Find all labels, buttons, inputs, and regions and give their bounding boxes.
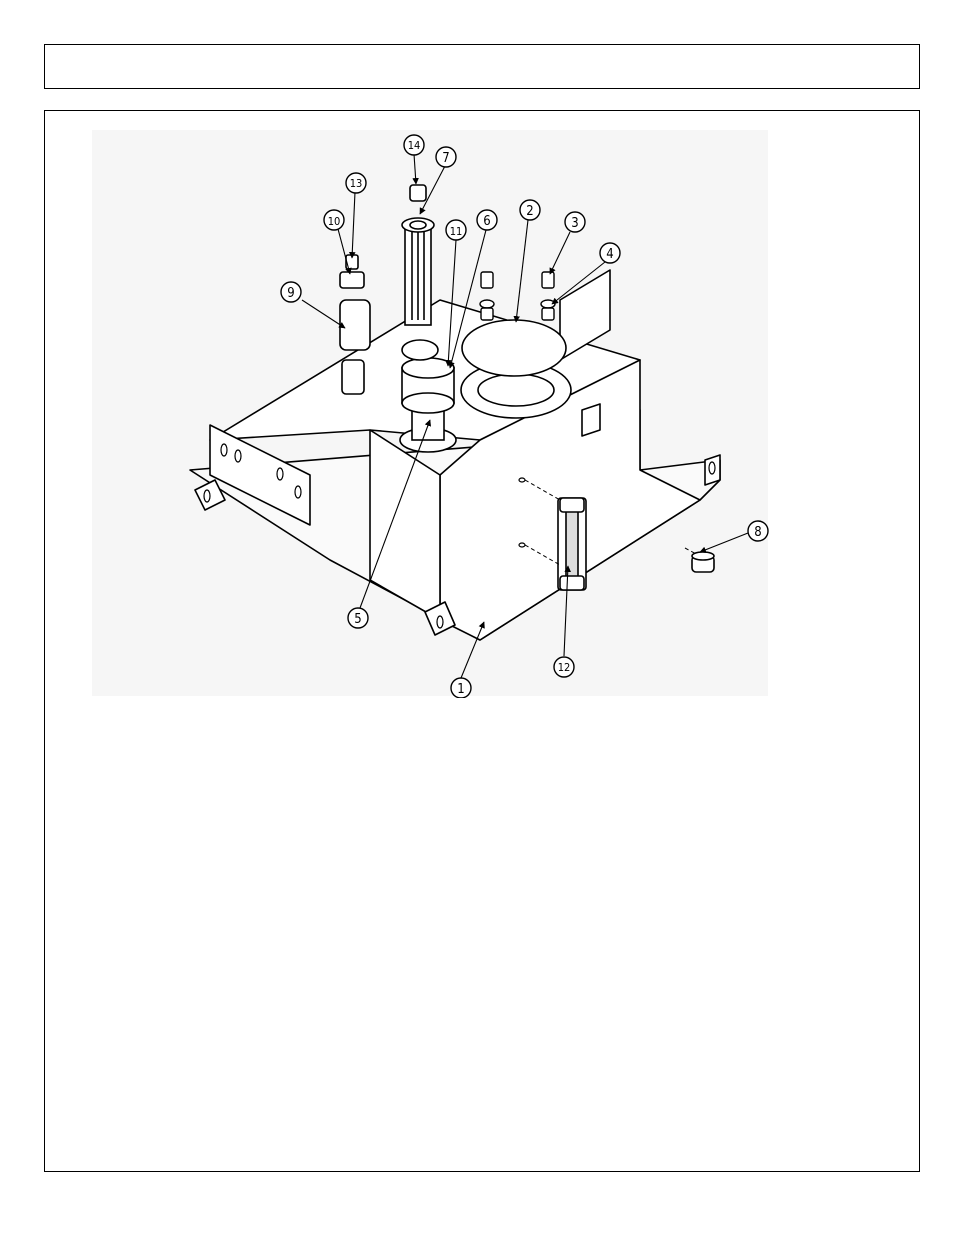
svg-text:8: 8	[754, 525, 761, 540]
svg-text:9: 9	[287, 286, 294, 301]
svg-text:12: 12	[558, 661, 571, 674]
callout-3: 3	[565, 212, 585, 232]
svg-text:13: 13	[350, 177, 363, 190]
callout-9: 9	[281, 282, 301, 302]
callout-1: 1	[451, 678, 471, 698]
callout-10: 10	[324, 210, 344, 230]
callout-8: 8	[748, 521, 768, 541]
callout-7: 7	[436, 147, 456, 167]
callout-12: 12	[554, 657, 574, 677]
svg-text:6: 6	[483, 214, 490, 229]
header-box	[44, 44, 920, 89]
svg-text:11: 11	[450, 225, 463, 238]
svg-text:5: 5	[354, 612, 361, 627]
callout-5: 5	[348, 608, 368, 628]
svg-text:4: 4	[606, 247, 613, 262]
svg-text:2: 2	[526, 204, 533, 219]
callout-13: 13	[346, 173, 366, 193]
svg-text:1: 1	[457, 682, 464, 697]
callout-14: 14	[404, 135, 424, 155]
hydraulic-tank-exploded-diagram: 1 2 3 4 5 6 7 8 9 10 11 12 13 14	[90, 128, 770, 698]
svg-text:7: 7	[442, 151, 449, 166]
filler-neck	[400, 358, 456, 452]
sight-gauge	[558, 498, 586, 590]
svg-text:3: 3	[571, 216, 578, 231]
callout-2: 2	[520, 200, 540, 220]
svg-text:14: 14	[408, 139, 421, 152]
filter-cap	[410, 185, 426, 201]
callout-4: 4	[600, 243, 620, 263]
callout-11: 11	[446, 220, 466, 240]
svg-text:10: 10	[328, 215, 341, 228]
drain-plug	[692, 552, 714, 572]
callout-6: 6	[477, 210, 497, 230]
